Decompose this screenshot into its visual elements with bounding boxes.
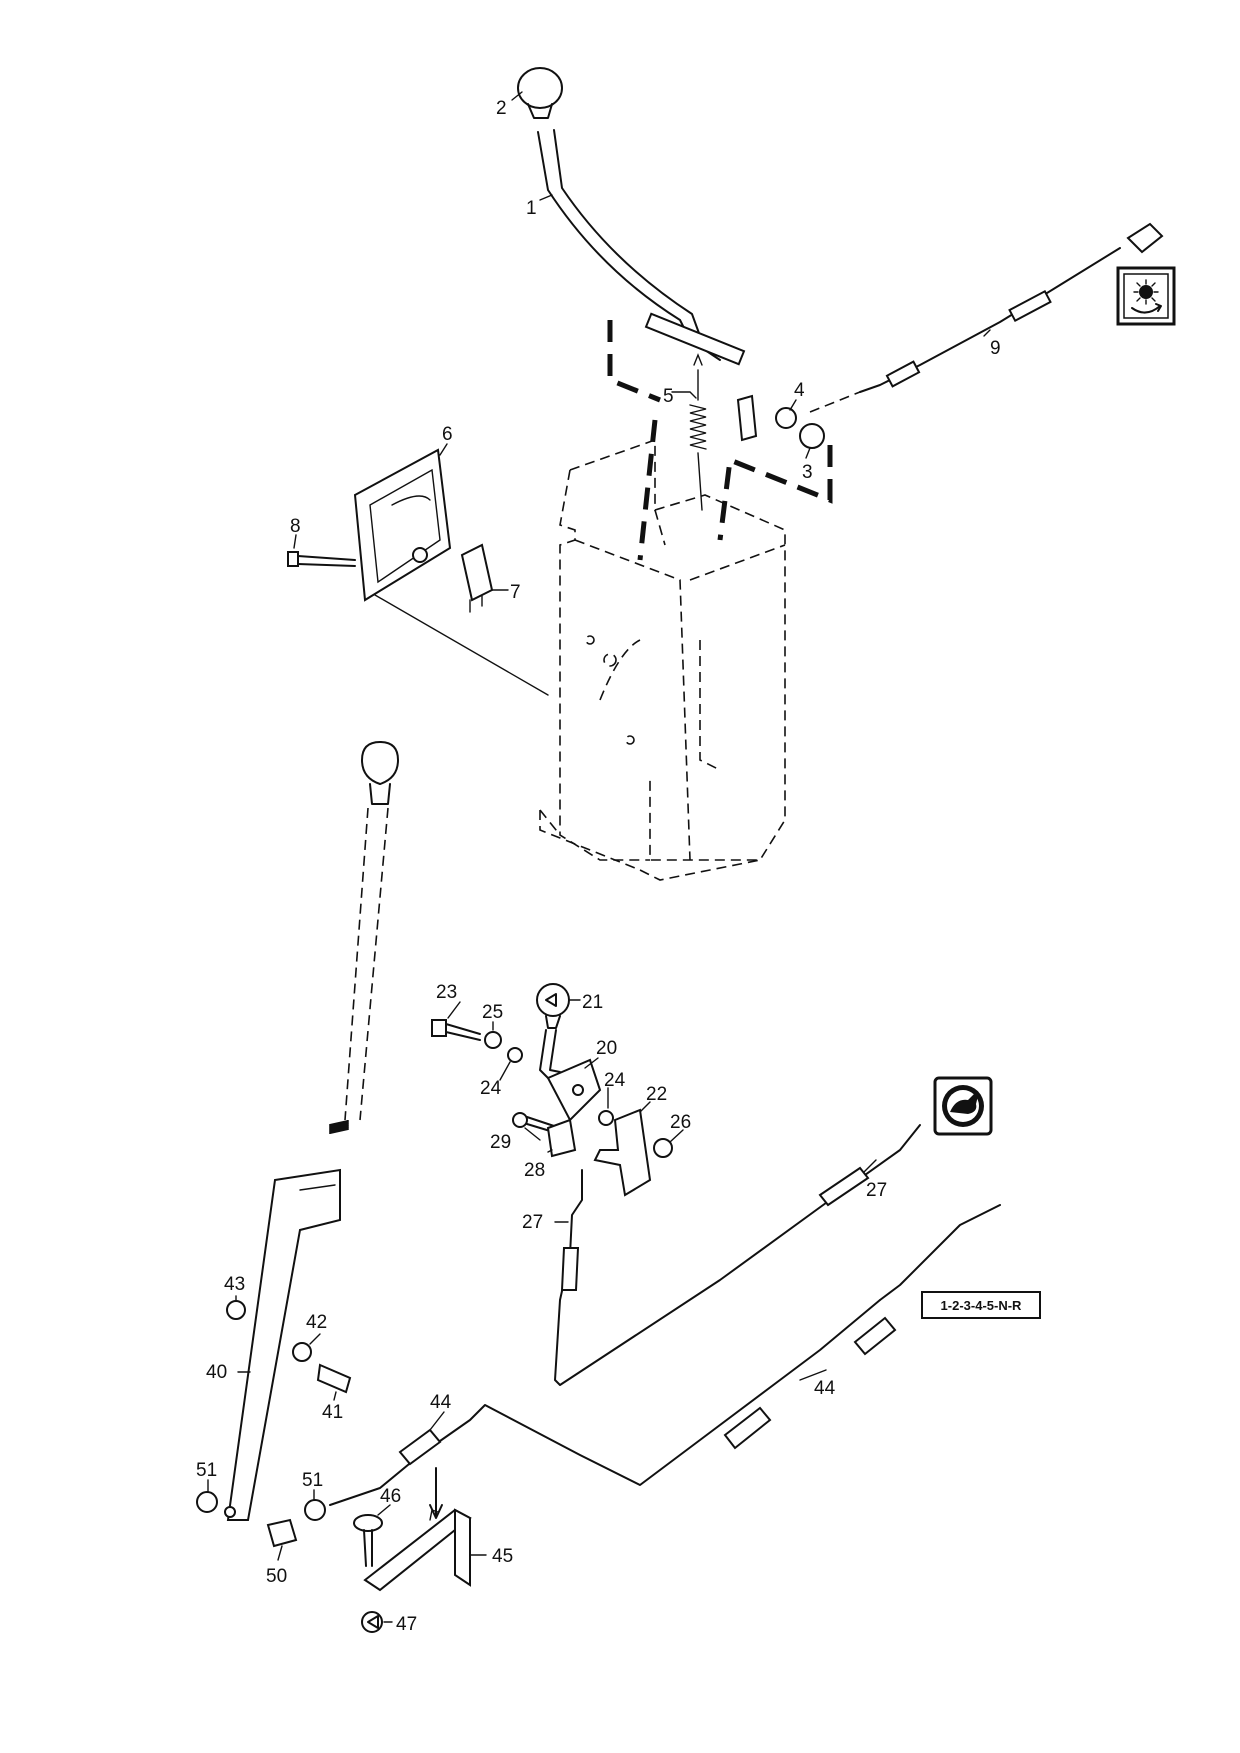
- washer-24a: [507, 1047, 523, 1063]
- callout-22: 22: [646, 1084, 667, 1105]
- gear-lever-top: [517, 67, 746, 366]
- bolt-8: [287, 551, 356, 567]
- bracket-45: [363, 1508, 472, 1592]
- leader-lines: [207, 91, 991, 1623]
- nut-51-right: [304, 1499, 326, 1521]
- bolt-41: [316, 1363, 352, 1394]
- cable-27: [554, 1124, 921, 1386]
- callout-3: 3: [802, 462, 813, 483]
- bracket-40: [224, 1168, 341, 1521]
- callout-50: 50: [266, 1566, 287, 1587]
- bolt-23: [431, 1019, 481, 1041]
- switch-7: [460, 543, 494, 602]
- callout-28: 28: [524, 1160, 545, 1181]
- callout-46: 46: [380, 1486, 401, 1507]
- bushing-3: [799, 423, 825, 449]
- gear-lever-left: [329, 740, 400, 1134]
- callout-23: 23: [436, 982, 457, 1003]
- gear-pattern-label: 1-2-3-4-5-N-R: [941, 1298, 1023, 1313]
- callout-42: 42: [306, 1312, 327, 1333]
- pto-engage-icon: [1116, 266, 1176, 326]
- housing-phantom: [539, 438, 786, 881]
- callout-40: 40: [206, 1362, 227, 1383]
- cover-plate-6: [353, 448, 452, 602]
- callout-45: 45: [492, 1546, 513, 1567]
- bolt-50: [266, 1518, 298, 1548]
- callout-27-left: 27: [522, 1212, 543, 1233]
- washer-24b: [598, 1110, 614, 1126]
- callout-51-right: 51: [302, 1470, 323, 1491]
- callout-1: 1: [526, 198, 537, 219]
- washer-4: [775, 407, 797, 429]
- cable-9: [809, 222, 1164, 413]
- callout-7: 7: [510, 582, 521, 603]
- callout-41: 41: [322, 1402, 343, 1423]
- callout-8: 8: [290, 516, 301, 537]
- bracket-22: [593, 1108, 652, 1197]
- rabbit-speed-icon: [933, 1076, 993, 1136]
- gear-pattern-box: 1-2-3-4-5-N-R: [921, 1291, 1041, 1319]
- callout-43: 43: [224, 1274, 245, 1295]
- lever-21: [536, 983, 570, 1079]
- lever-knob-top: [517, 67, 563, 109]
- callout-51-left: 51: [196, 1460, 217, 1481]
- callout-29: 29: [490, 1132, 511, 1153]
- callout-27-right: 27: [866, 1180, 887, 1201]
- callout-26: 26: [670, 1112, 691, 1133]
- callout-44-left: 44: [430, 1392, 452, 1413]
- nut-43: [226, 1300, 246, 1320]
- callout-5: 5: [663, 386, 674, 407]
- nut-26: [653, 1138, 673, 1158]
- cable-44: [329, 1204, 1001, 1519]
- nut-51-left: [196, 1491, 218, 1513]
- washer-42: [292, 1342, 312, 1362]
- callout-6: 6: [442, 424, 453, 445]
- callout-47: 47: [396, 1614, 417, 1635]
- clip-28: [546, 1118, 577, 1158]
- callout-24-left: 24: [480, 1078, 502, 1099]
- callout-9: 9: [990, 338, 1001, 359]
- callout-2: 2: [496, 98, 507, 119]
- callout-21: 21: [582, 992, 603, 1013]
- bolt-46: [353, 1514, 383, 1567]
- callout-4: 4: [794, 380, 805, 401]
- spring: [689, 353, 707, 511]
- callout-25: 25: [482, 1002, 503, 1023]
- callout-44-right: 44: [814, 1378, 836, 1399]
- washer-25: [484, 1031, 502, 1049]
- callout-20: 20: [596, 1038, 617, 1059]
- callout-24-right: 24: [604, 1070, 626, 1091]
